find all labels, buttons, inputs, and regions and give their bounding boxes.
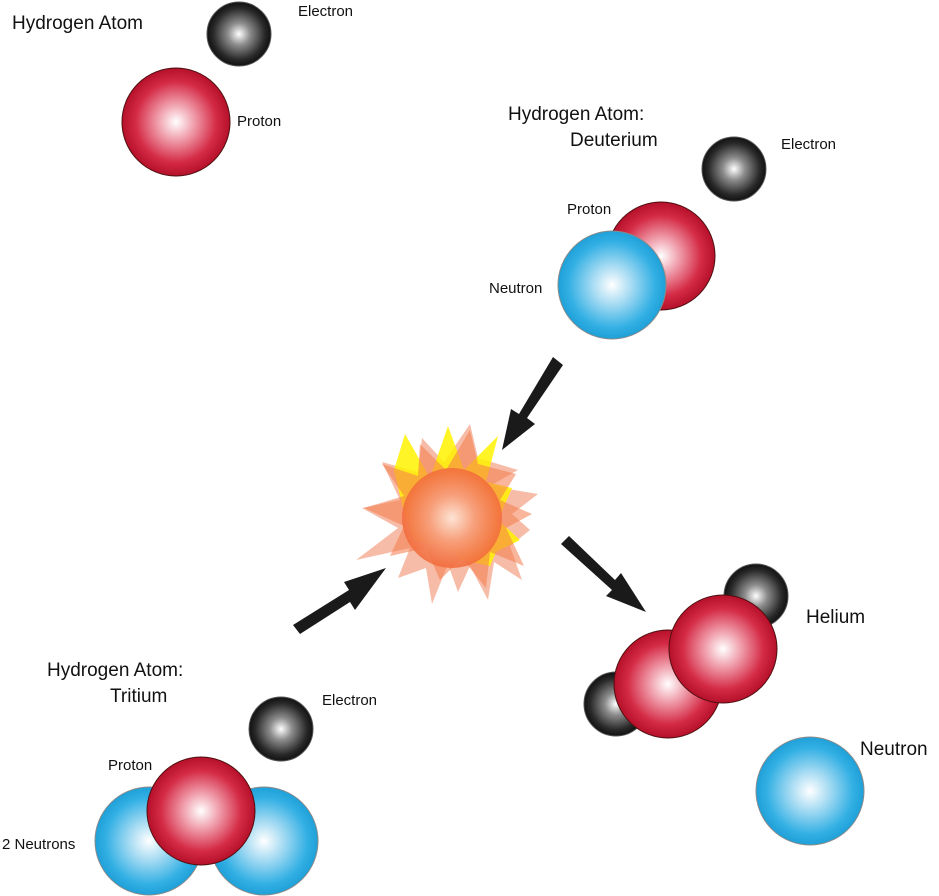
fusion-core [402, 468, 502, 568]
hydrogen-electron-label: Electron [298, 3, 353, 20]
helium-label: Helium [806, 607, 865, 628]
product-neutron [755, 736, 865, 846]
deuterium-electron [701, 136, 767, 202]
free-neutron: Neutron [755, 736, 928, 846]
deuterium-atom: Hydrogen Atom: Deuterium Electron Proton… [489, 104, 836, 340]
deuterium-neutron [557, 230, 667, 340]
product-neutron-label: Neutron [860, 739, 928, 760]
tritium-proton-label: Proton [108, 757, 152, 774]
arrow-deuterium-in [502, 357, 563, 450]
deuterium-electron-label: Electron [781, 136, 836, 153]
hydrogen-proton [121, 67, 231, 177]
deuterium-title-line1: Hydrogen Atom: [508, 104, 644, 125]
tritium-neutrons-label: 2 Neutrons [2, 836, 75, 853]
fusion-burst [356, 424, 538, 604]
tritium-title-line2: Tritium [110, 686, 167, 707]
deuterium-proton-label: Proton [567, 201, 611, 218]
tritium-proton [146, 756, 256, 866]
hydrogen-atom: Hydrogen Atom Electron Proton [12, 1, 353, 177]
helium-proton-upper [668, 594, 778, 704]
tritium-electron-label: Electron [322, 692, 377, 709]
hydrogen-title: Hydrogen Atom [12, 13, 143, 34]
deuterium-neutron-label: Neutron [489, 280, 542, 297]
deuterium-title-line2: Deuterium [570, 130, 658, 151]
arrow-tritium-in [293, 568, 386, 634]
arrow-products-out [561, 536, 646, 612]
tritium-title-line1: Hydrogen Atom: [47, 660, 183, 681]
helium-nucleus: Helium [583, 563, 865, 739]
hydrogen-electron [206, 1, 272, 67]
tritium-atom: Hydrogen Atom: Tritium Electron Proton 2… [2, 660, 377, 896]
hydrogen-proton-label: Proton [237, 113, 281, 130]
tritium-electron [248, 696, 314, 762]
